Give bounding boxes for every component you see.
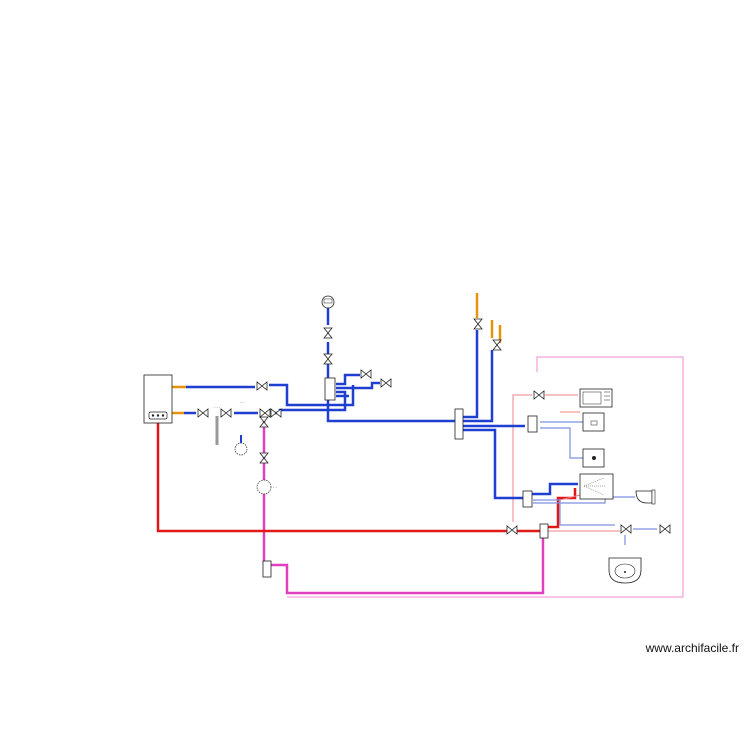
washbasin xyxy=(608,557,642,584)
cold-water-light-lines xyxy=(533,421,657,545)
orange-pipes xyxy=(171,293,502,415)
svg-text:- -: - - xyxy=(273,484,277,489)
sink xyxy=(579,388,613,408)
svg-text:- -: - - xyxy=(240,399,244,404)
shower xyxy=(579,473,614,500)
hot-water-light-lines xyxy=(512,394,620,532)
cold-water-pipes xyxy=(184,307,578,500)
pink-loop-line xyxy=(287,356,684,598)
boiler xyxy=(143,374,173,424)
circulation-pump: - - xyxy=(256,479,277,495)
dishwasher xyxy=(582,448,605,468)
valves: - - - - - xyxy=(197,318,671,535)
hot-water-pipe xyxy=(156,423,577,533)
toilet xyxy=(635,489,656,505)
svg-text:- - -: - - - xyxy=(214,404,221,409)
expansion-vessel xyxy=(234,435,248,456)
watermark-text: www.archifacile.fr xyxy=(645,641,739,655)
washing-machine xyxy=(582,412,605,432)
manifolds xyxy=(262,377,549,578)
return-pipe xyxy=(262,418,545,595)
water-meter xyxy=(321,295,335,309)
